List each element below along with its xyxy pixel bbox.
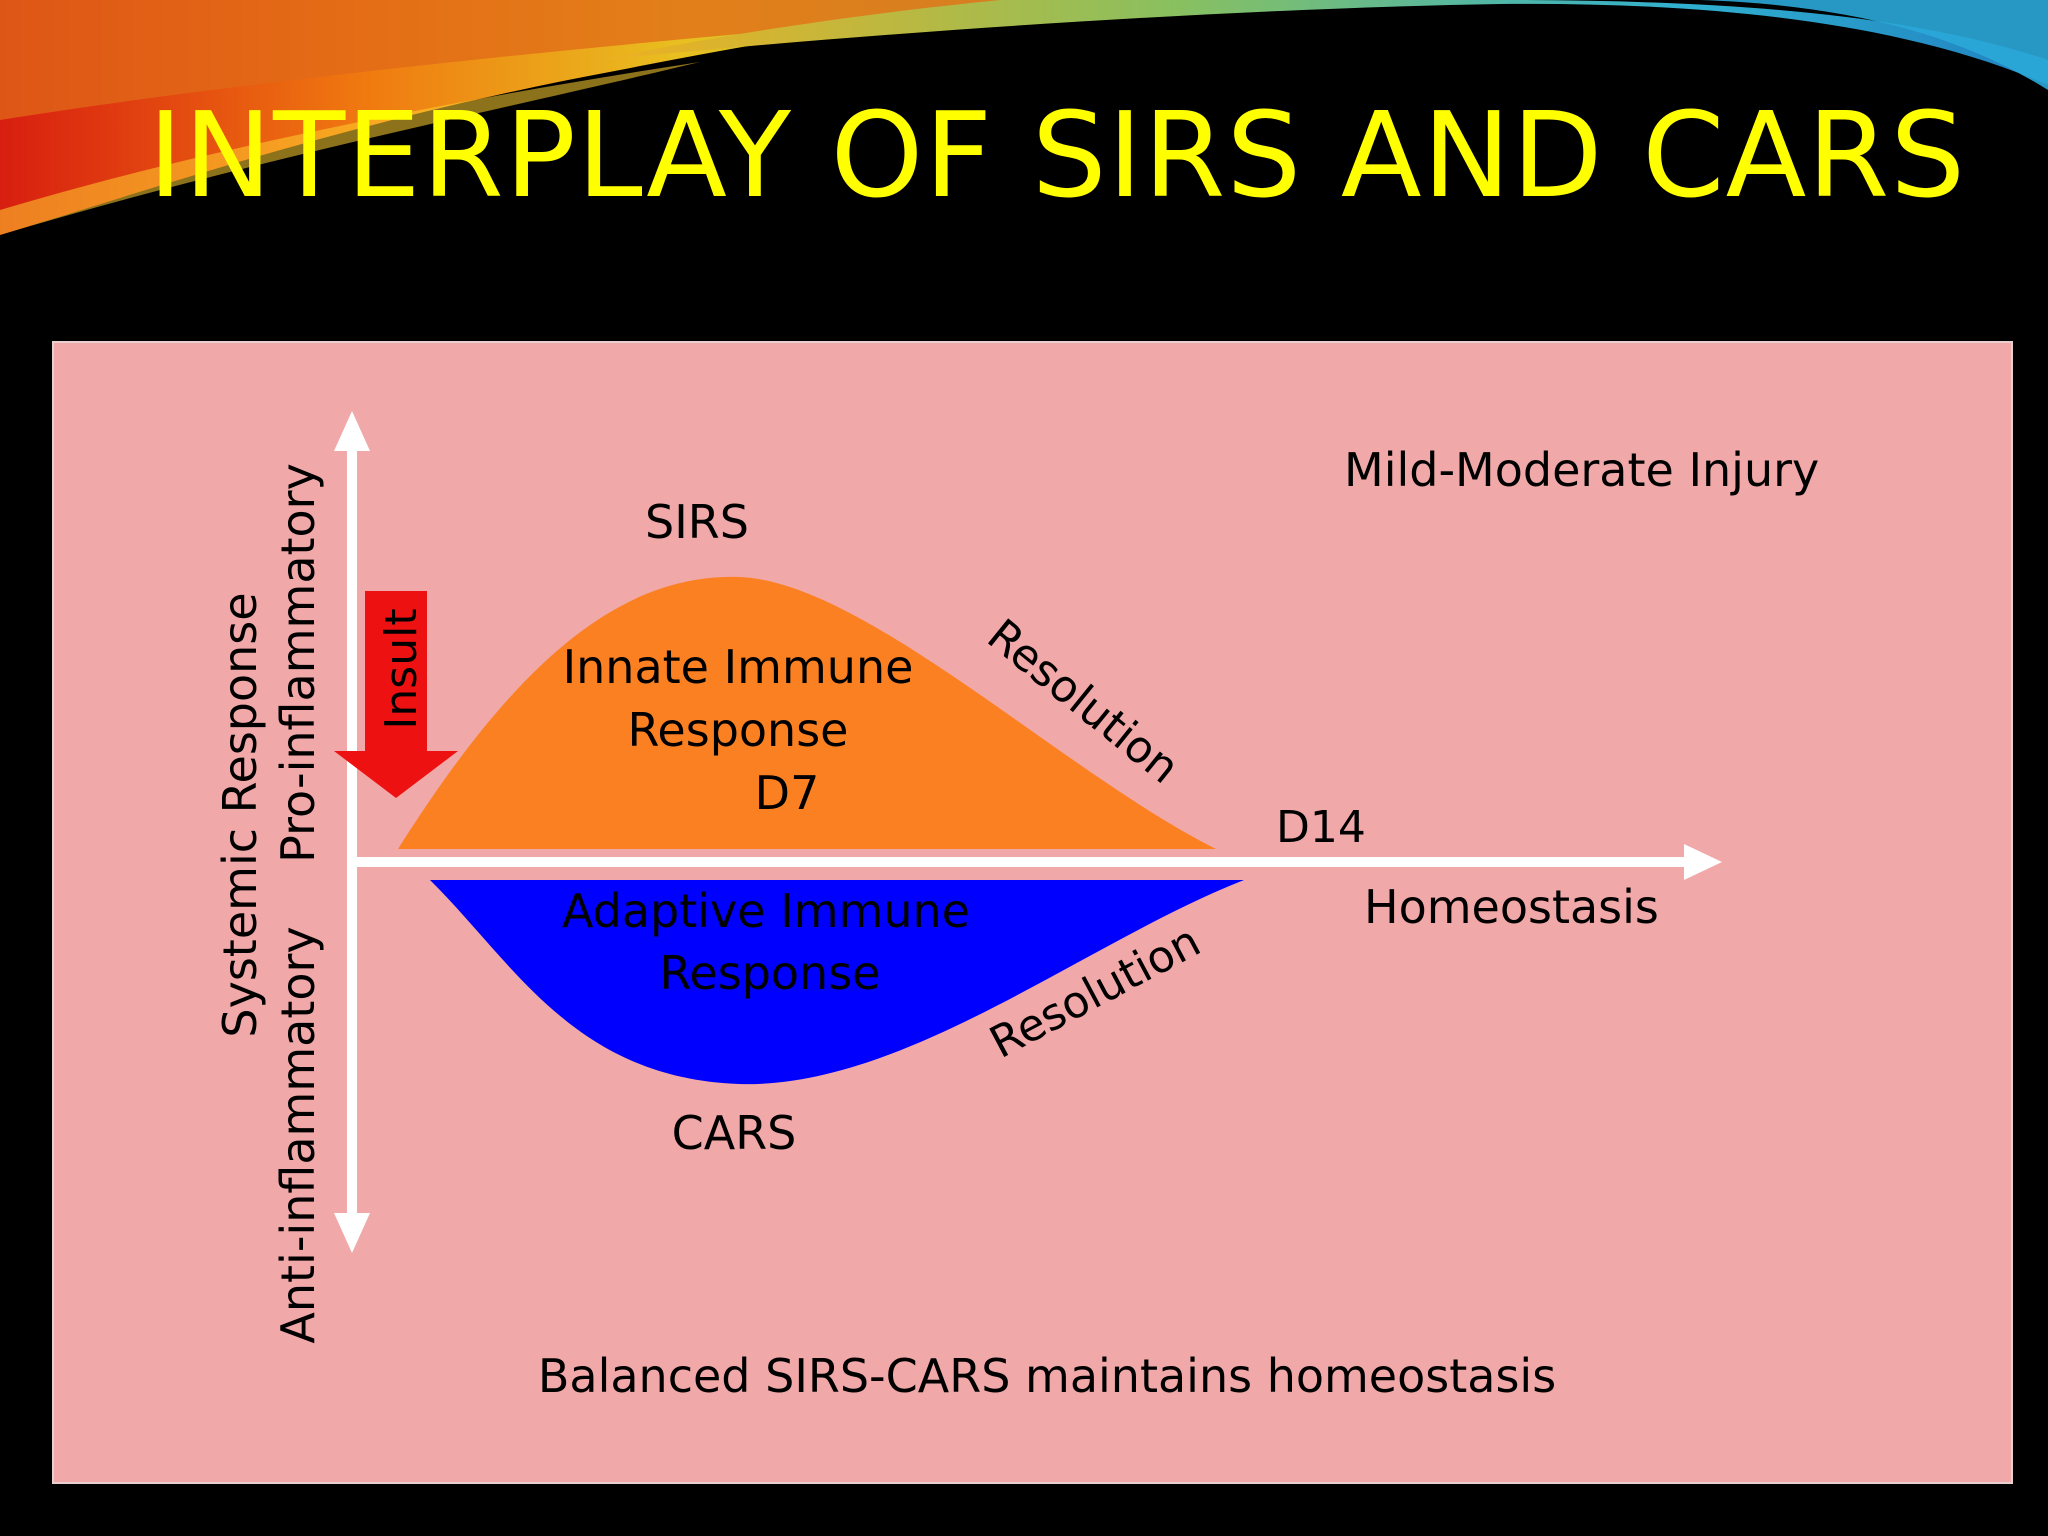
- d7-label: D7: [755, 766, 820, 820]
- response-axis-arrowhead-down: [334, 1213, 370, 1253]
- time-axis-arrowhead: [1684, 844, 1722, 880]
- y-axis-label-upper: Pro-inflammatory: [271, 463, 325, 863]
- adaptive-response-line1: Adaptive Immune: [562, 884, 970, 938]
- innate-response-line1: Innate Immune: [563, 640, 914, 694]
- insult-arrow: [334, 591, 458, 798]
- d14-label: D14: [1276, 802, 1366, 853]
- response-axis-arrowhead-up: [334, 411, 370, 451]
- cars-label: CARS: [672, 1106, 797, 1160]
- sirs-cars-diagram: Insult Pro-inflammatory Systemic Respons…: [213, 411, 1819, 1403]
- decorative-banner: [0, 0, 2048, 235]
- time-axis: [352, 857, 1692, 867]
- y-axis-label-middle: Systemic Response: [213, 592, 267, 1037]
- y-axis-label-lower: Anti-inflammatory: [271, 926, 325, 1343]
- diagram-panel: Insult Pro-inflammatory Systemic Respons…: [52, 341, 2013, 1484]
- footer-caption: Balanced SIRS-CARS maintains homeostasis: [538, 1349, 1556, 1403]
- injury-label: Mild-Moderate Injury: [1344, 443, 1819, 497]
- response-axis: [347, 443, 357, 1223]
- homeostasis-label: Homeostasis: [1364, 880, 1659, 934]
- sirs-label: SIRS: [645, 495, 749, 549]
- cars-curve: [430, 880, 1244, 1085]
- slide-title: INTERPLAY OF SIRS AND CARS: [148, 86, 1967, 224]
- adaptive-response-line2: Response: [660, 946, 881, 1000]
- insult-label: Insult: [376, 608, 427, 729]
- sirs-curve: [398, 576, 1216, 849]
- innate-response-line2: Response: [628, 703, 849, 757]
